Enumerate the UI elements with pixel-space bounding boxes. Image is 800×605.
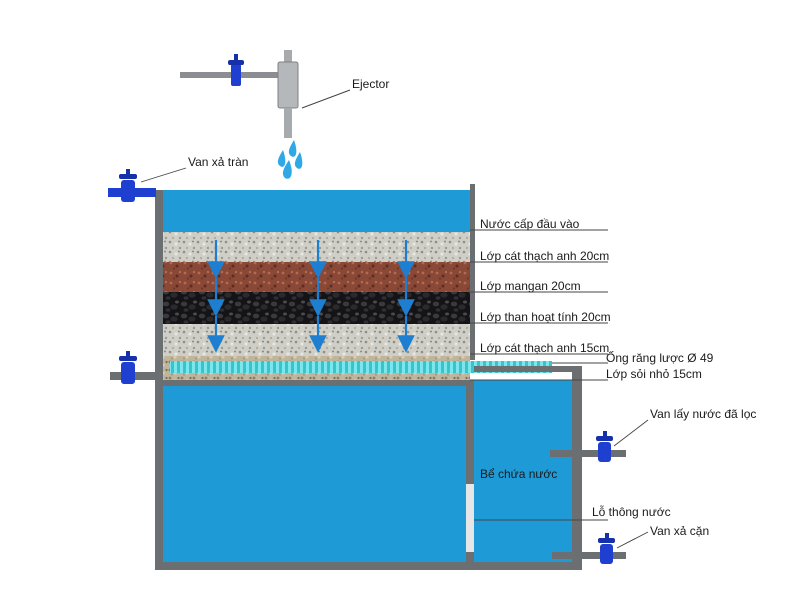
- comb-pipe: [170, 361, 552, 373]
- label-sediment-valve: Van xả cặn: [650, 524, 709, 538]
- valve-icon[interactable]: [228, 54, 244, 86]
- label-quartz-sand-bottom: Lớp cát thạch anh 15cm: [480, 341, 609, 355]
- label-quartz-sand-top: Lớp cát thạch anh 20cm: [480, 249, 609, 263]
- label-clean-water-valve: Van lấy nước đã lọc: [650, 407, 756, 421]
- water-hole: [466, 484, 474, 552]
- layer-activated-carbon: [163, 292, 470, 324]
- tank-right-wall-upper: [470, 184, 475, 360]
- leader-lines: [140, 167, 649, 549]
- divider-wall: [466, 380, 474, 562]
- storage-tank-right-wall: [572, 366, 582, 570]
- lower-chamber-water: [163, 386, 466, 562]
- drain-valve-left[interactable]: [110, 351, 156, 384]
- water-drop-icon: [277, 140, 303, 179]
- leader-ejector: [301, 89, 351, 109]
- ejector-top-nozzle: [284, 50, 292, 64]
- label-inlet-water: Nước cấp đầu vào: [480, 217, 580, 231]
- ejector-assembly: Ejector: [180, 50, 389, 179]
- tank-bottom-wall: [155, 562, 582, 570]
- filter-tank: [155, 184, 582, 570]
- label-overflow-valve: Van xả tràn: [188, 155, 248, 169]
- layer-inlet-water: [163, 190, 470, 232]
- layer-quartz-top: [163, 232, 470, 262]
- storage-tank-water: [473, 380, 572, 562]
- inlet-pipe: [180, 72, 280, 78]
- label-comb-pipe: Ống răng lược Ø 49: [606, 350, 714, 365]
- label-manganese: Lớp mangan 20cm: [480, 279, 581, 293]
- ejector-outlet: [284, 108, 292, 138]
- layer-manganese: [163, 262, 470, 292]
- label-storage-tank: Bể chứa nước: [480, 467, 557, 481]
- clean-water-valve[interactable]: [550, 431, 626, 462]
- tank-left-wall: [155, 190, 163, 570]
- labels: Van xả tràn Nước cấp đầu vào Lớp cát thạ…: [188, 155, 756, 538]
- label-ejector: Ejector: [352, 77, 389, 91]
- label-water-hole: Lỗ thông nước: [592, 504, 671, 519]
- layer-quartz-bottom: [163, 324, 470, 356]
- ejector-body: [277, 61, 299, 109]
- label-activated-carbon: Lớp than hoạt tính 20cm: [480, 310, 611, 324]
- flow-arrow-icon: [207, 240, 415, 353]
- label-small-gravel: Lớp sỏi nhỏ 15cm: [606, 367, 702, 381]
- storage-tank-top: [474, 366, 582, 372]
- sediment-valve[interactable]: [552, 533, 626, 564]
- overflow-valve[interactable]: [108, 169, 156, 202]
- filter-support-plate: [163, 380, 473, 386]
